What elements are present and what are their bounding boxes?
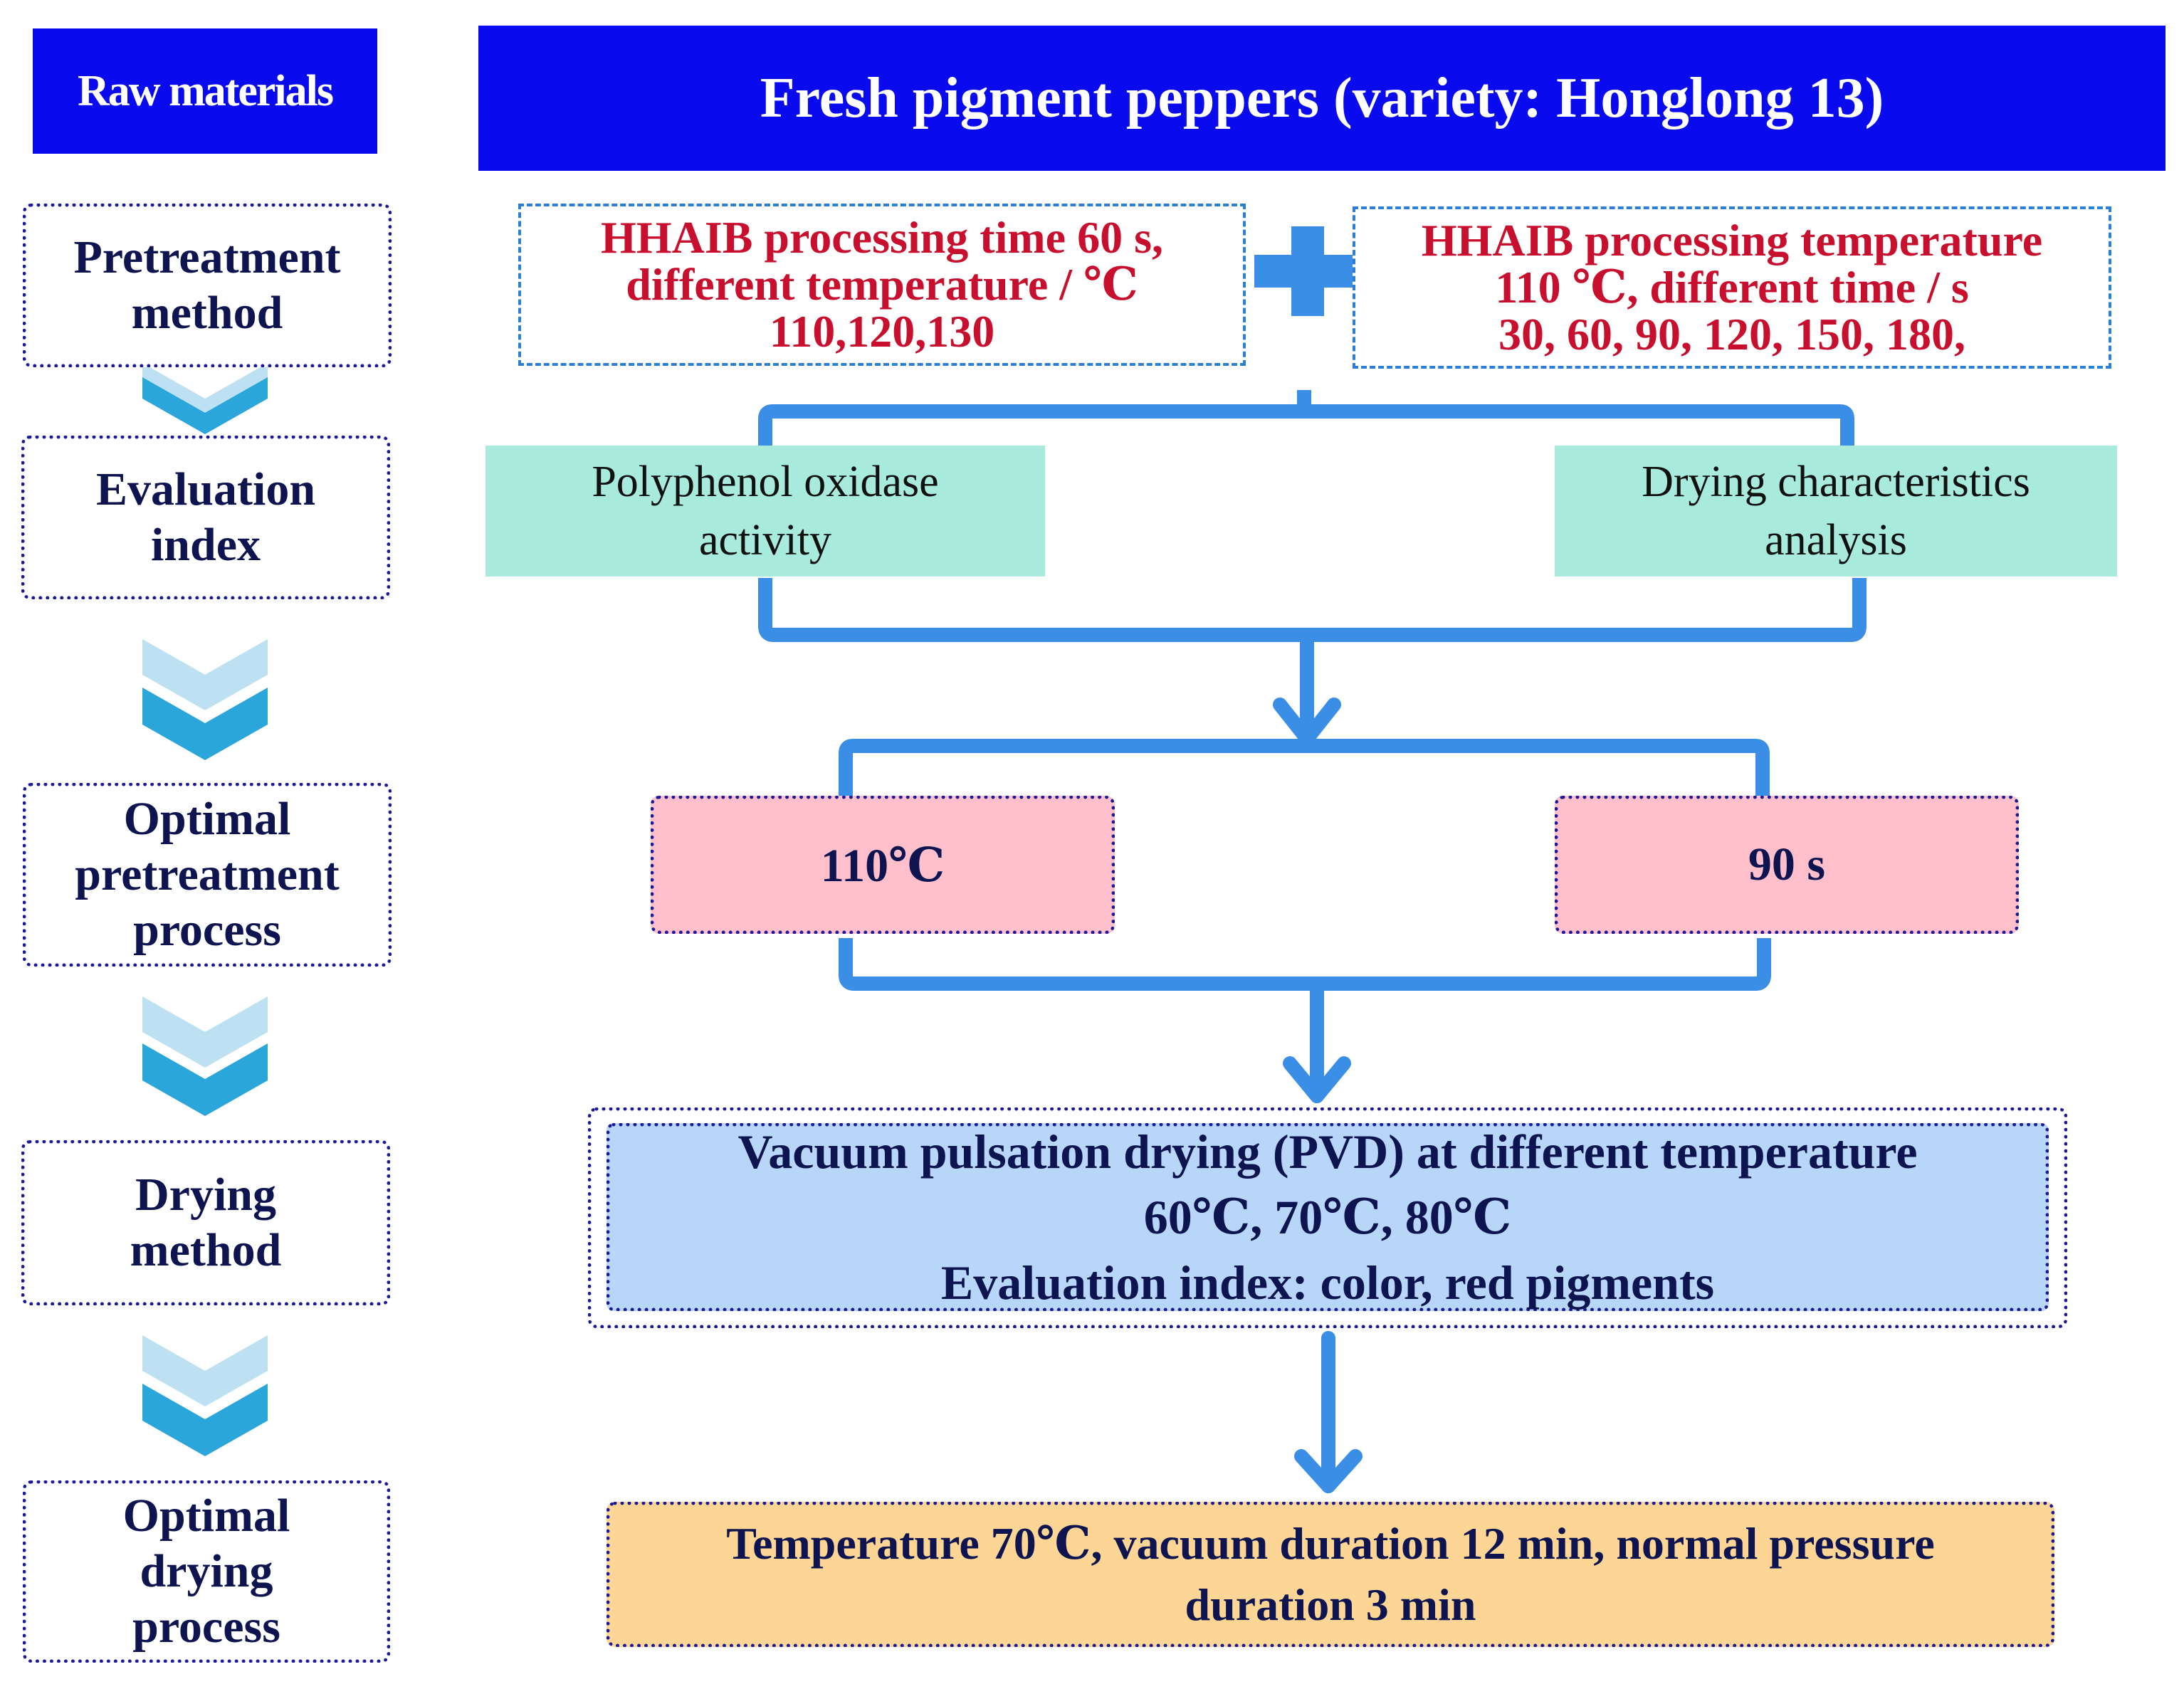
drying-method-frame xyxy=(588,1107,2067,1328)
plus-icon xyxy=(1254,226,1361,316)
page-title-text: Fresh pigment peppers (variety: Honglong… xyxy=(760,66,1884,130)
page-title: Fresh pigment peppers (variety: Honglong… xyxy=(478,26,2165,171)
optimal-time-box: 90 s xyxy=(1555,796,2019,934)
optimal-temperature-box: 110℃ xyxy=(651,796,1115,934)
stage-pretreatment-method: Pretreatment method xyxy=(23,204,392,367)
stage-optimal-pretreatment-process: Optimal pretreatment process xyxy=(23,783,392,967)
evaluation-polyphenol-oxidase: Polyphenol oxidase activity xyxy=(485,446,1045,577)
arrow-down-icon xyxy=(1273,633,1341,746)
stage-drying-method: Drying method xyxy=(21,1140,390,1305)
raw-materials-text: Raw materials xyxy=(78,66,334,115)
raw-materials-label: Raw materials xyxy=(33,28,377,154)
evaluation-drying-characteristics: Drying characteristics analysis xyxy=(1555,446,2117,577)
optimal-drying-box: Temperature 70℃, vacuum duration 12 min,… xyxy=(607,1502,2054,1647)
arrow-down-icon xyxy=(1294,1331,1363,1493)
condition-temperature-series: HHAIB processing time 60 s, different te… xyxy=(518,204,1246,366)
chevron-down-icon xyxy=(142,363,268,434)
chevron-down-icon xyxy=(142,639,268,760)
arrow-down-icon xyxy=(1283,982,1351,1103)
bracket-pretreatment-to-evaluation xyxy=(758,390,1867,642)
stage-evaluation-index: Evaluation index xyxy=(21,436,390,599)
chevron-down-icon xyxy=(142,996,268,1116)
bracket-optimal-pretreatment xyxy=(839,739,1771,991)
condition-time-series: HHAIB processing temperature 110 ℃, diff… xyxy=(1353,206,2111,369)
chevron-down-icon xyxy=(142,1335,268,1456)
drying-method-box: Vacuum pulsation drying (PVD) at differe… xyxy=(607,1123,2049,1311)
stage-optimal-drying-process: Optimal drying process xyxy=(23,1480,390,1663)
